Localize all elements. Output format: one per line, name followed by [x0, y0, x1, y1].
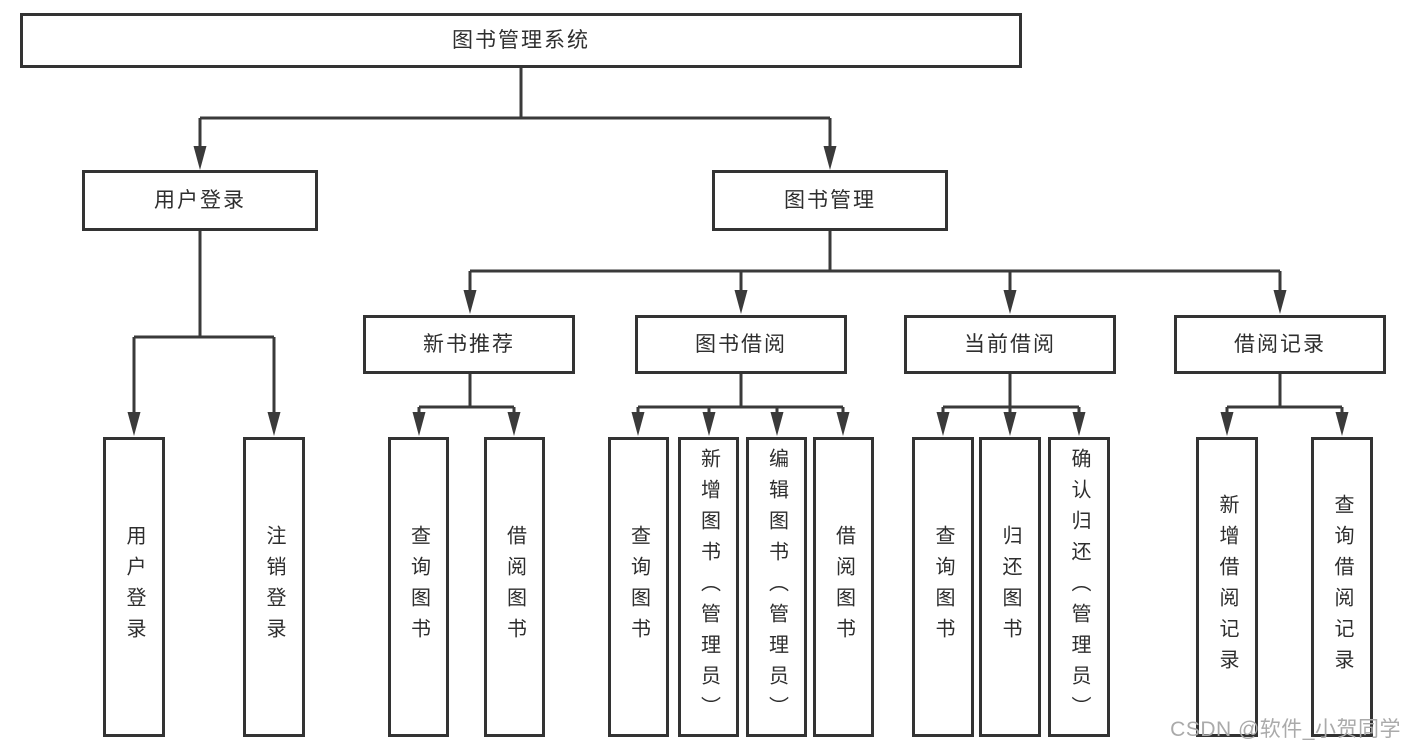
node-label: 查询借阅记录 [1331, 494, 1353, 680]
arrowhead [702, 412, 716, 436]
node-label: 新增图书（管理员） [697, 447, 720, 727]
watermark-text: CSDN @软件_小贺同学 [1170, 718, 1401, 741]
arrowhead [507, 412, 521, 436]
node-label: 确认归还（管理员） [1068, 447, 1090, 727]
leaf-user-login: 用户登录 [103, 437, 165, 737]
leaf-recommend-borrow-books: 借阅图书 [484, 437, 545, 737]
arrowhead [267, 412, 281, 436]
node-new-book-recommendation: 新书推荐 [363, 315, 575, 374]
node-label: 编辑图书（管理员） [765, 447, 788, 727]
arrowhead [836, 412, 850, 436]
leaf-borrowing-query-books: 查询图书 [608, 437, 669, 737]
arrowhead [1273, 290, 1287, 314]
node-label: 查询图书 [627, 525, 650, 649]
arrowhead [1335, 412, 1349, 436]
node-borrowing-records: 借阅记录 [1174, 315, 1386, 374]
node-user-login: 用户登录 [82, 170, 318, 231]
arrowhead [127, 412, 141, 436]
arrowhead [193, 146, 207, 170]
arrowhead [734, 290, 748, 314]
arrowhead [631, 412, 645, 436]
leaf-borrowing-borrow-books: 借阅图书 [813, 437, 874, 737]
leaf-add-borrow-record: 新增借阅记录 [1196, 437, 1258, 737]
node-label: 注销登录 [263, 525, 285, 649]
node-label: 新书推荐 [423, 332, 515, 356]
leaf-current-query-books: 查询图书 [912, 437, 974, 737]
node-book-management: 图书管理 [712, 170, 948, 231]
arrowhead [412, 412, 426, 436]
node-label: 归还图书 [999, 525, 1021, 649]
node-label: 图书管理 [784, 188, 876, 212]
node-label: 用户登录 [154, 188, 246, 212]
arrowhead [770, 412, 784, 436]
node-label: 借阅图书 [832, 525, 855, 649]
node-label: 图书借阅 [695, 332, 787, 356]
node-current-borrowing: 当前借阅 [904, 315, 1116, 374]
node-label: 新增借阅记录 [1216, 494, 1238, 680]
node-label: 借阅图书 [503, 525, 526, 649]
leaf-return-books: 归还图书 [979, 437, 1041, 737]
leaf-add-books-admin: 新增图书（管理员） [678, 437, 739, 737]
arrowhead [463, 290, 477, 314]
node-library-system: 图书管理系统 [20, 13, 1022, 68]
leaf-edit-books-admin: 编辑图书（管理员） [746, 437, 807, 737]
leaf-query-borrow-record: 查询借阅记录 [1311, 437, 1373, 737]
leaf-confirm-return-admin: 确认归还（管理员） [1048, 437, 1110, 737]
arrowhead [1072, 412, 1086, 436]
arrowhead [823, 146, 837, 170]
node-label: 查询图书 [932, 525, 954, 649]
node-label: 查询图书 [407, 525, 430, 649]
arrowhead [936, 412, 950, 436]
node-label: 用户登录 [123, 525, 145, 649]
node-label: 图书管理系统 [452, 28, 590, 52]
leaf-recommend-query-books: 查询图书 [388, 437, 449, 737]
arrowhead [1003, 290, 1017, 314]
arrowhead [1220, 412, 1234, 436]
node-label: 借阅记录 [1234, 332, 1326, 356]
arrowhead [1003, 412, 1017, 436]
node-book-borrowing: 图书借阅 [635, 315, 847, 374]
leaf-logout: 注销登录 [243, 437, 305, 737]
node-label: 当前借阅 [964, 332, 1056, 356]
